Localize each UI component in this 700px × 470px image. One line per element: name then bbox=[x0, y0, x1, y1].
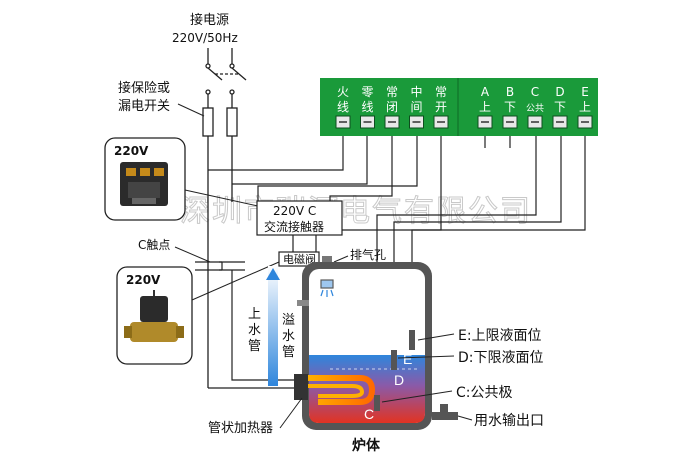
left-terminal-3-bottom: 间 bbox=[410, 100, 422, 114]
right-terminal-2-bottom: 公共 bbox=[526, 103, 544, 114]
right-terminal-3-bottom: 下 bbox=[554, 100, 566, 114]
callout-d: D:下限液面位 bbox=[458, 350, 544, 366]
left-terminal-2-top: 常 bbox=[386, 85, 398, 99]
right-terminal-2-top: C bbox=[531, 85, 539, 99]
vent-pointer bbox=[333, 255, 349, 263]
c-contact-pointer bbox=[174, 246, 211, 263]
breaker-pointer bbox=[177, 103, 205, 117]
contactor-box bbox=[256, 200, 343, 236]
overflow-pipe bbox=[297, 300, 309, 306]
overflow-label-3: 管 bbox=[282, 345, 295, 360]
contactor-box-line1: 220V C bbox=[273, 204, 316, 218]
left-terminal-4-bottom: 开 bbox=[435, 100, 447, 114]
electrode-d-letter: D bbox=[394, 372, 404, 388]
right-terminal-1-top: B bbox=[506, 85, 514, 99]
vent-label: 排气孔 bbox=[350, 247, 386, 262]
power-spec: 220V/50Hz bbox=[172, 31, 238, 45]
valve-voltage: 220V bbox=[126, 273, 161, 287]
left-terminal-4-top: 常 bbox=[435, 85, 447, 99]
inlet-arrow bbox=[266, 268, 280, 280]
outlet-pointer bbox=[457, 415, 473, 421]
valve-pointer bbox=[191, 261, 280, 301]
tubular-heater bbox=[294, 374, 376, 405]
heater-pointer bbox=[279, 397, 303, 429]
overflow-label-1: 溢 bbox=[282, 313, 295, 328]
overflow-label-2: 水 bbox=[282, 329, 295, 344]
callout-e: E:上限液面位 bbox=[458, 328, 542, 344]
body-label: 炉体 bbox=[352, 437, 381, 454]
inlet-label-3: 管 bbox=[248, 339, 261, 354]
watermark: 深圳市瑞河电气有限公司 bbox=[180, 194, 532, 229]
c-contact-label: C触点 bbox=[138, 238, 170, 252]
left-terminal-0-bottom: 线 bbox=[337, 100, 349, 114]
breaker-label-2: 漏电开关 bbox=[118, 98, 170, 114]
outlet-valve bbox=[432, 404, 458, 420]
solenoid-label: 电磁阀 bbox=[283, 252, 316, 266]
right-terminal-0-top: A bbox=[481, 85, 490, 99]
outlet-label: 用水输出口 bbox=[474, 413, 544, 429]
right-terminal-4-bottom: 上 bbox=[579, 100, 591, 114]
contactor-voltage: 220V bbox=[114, 144, 149, 158]
left-terminal-0-top: 火 bbox=[337, 85, 349, 99]
contactor-pointer bbox=[184, 189, 259, 207]
left-terminal-3-top: 中 bbox=[410, 84, 422, 99]
vent-drops bbox=[320, 279, 334, 297]
contactor-box-line2: 交流接触器 bbox=[264, 219, 324, 234]
electrode-e-letter: E bbox=[403, 351, 412, 367]
callout-c: C:公共极 bbox=[456, 385, 513, 401]
right-terminal-0-bottom: 上 bbox=[479, 100, 491, 114]
electrodes bbox=[374, 330, 415, 411]
power-label: 接电源 bbox=[190, 12, 229, 28]
left-terminal-1-bottom: 线 bbox=[361, 100, 373, 114]
solenoid-valve bbox=[278, 251, 320, 267]
right-terminal-1-bottom: 下 bbox=[504, 100, 516, 114]
contactor-photo bbox=[104, 137, 186, 221]
left-terminal-2-bottom: 闭 bbox=[386, 100, 398, 114]
electrode-pointers bbox=[381, 333, 455, 403]
right-terminal-4-top: E bbox=[581, 85, 589, 99]
breaker-label-1: 接保险或 bbox=[118, 80, 170, 96]
heater-label: 管状加热器 bbox=[208, 421, 273, 436]
valve-photo bbox=[116, 266, 193, 365]
right-terminal-3-top: D bbox=[555, 85, 564, 99]
electrode-c-letter: C bbox=[364, 406, 374, 422]
inlet-label-1: 上 bbox=[248, 307, 261, 322]
left-terminal-1-top: 零 bbox=[361, 85, 373, 99]
inlet-pipe bbox=[268, 266, 278, 386]
inlet-label-2: 水 bbox=[248, 323, 261, 338]
vent-cap bbox=[322, 256, 332, 264]
